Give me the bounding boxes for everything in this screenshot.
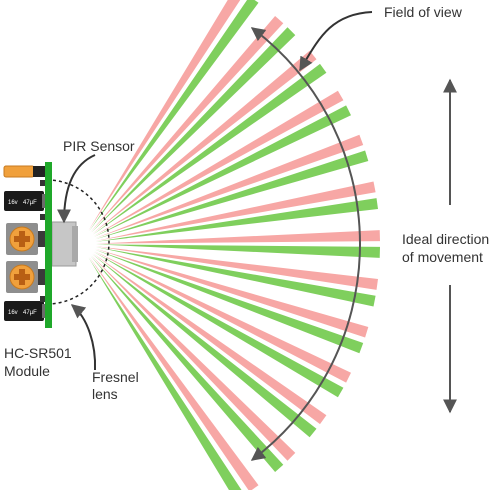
capacitor-top-capacitance: 47µF: [23, 200, 37, 206]
ray-green-5: [95, 198, 379, 242]
ray-green-7: [95, 247, 376, 307]
pir-sensor-label: PIR Sensor: [63, 138, 135, 154]
detection-rays: [88, 0, 380, 490]
jumper-cap: [33, 166, 45, 177]
field-of-view-pointer: [299, 11, 373, 72]
ray-green-3: [94, 105, 352, 237]
ray-pink-12: [89, 257, 259, 490]
ray-pink-11: [91, 255, 296, 461]
ray-green-11: [90, 256, 284, 472]
ray-pink-6: [96, 230, 380, 244]
ray-green-12: [88, 257, 242, 490]
module-label-line1: HC-SR501: [4, 345, 72, 361]
fresnel-lens-outline: [46, 179, 110, 305]
potentiometer-bottom: [6, 261, 46, 293]
pcb-solder-pads: [40, 180, 45, 302]
ray-green-0: [89, 0, 259, 231]
capacitor-top: 16v 47µF: [4, 191, 46, 211]
ray-pink-9: [94, 251, 352, 383]
ray-pink-1: [90, 16, 284, 232]
ray-pink-3: [93, 90, 344, 237]
ray-pink-4: [95, 134, 364, 239]
module-label-line2: Module: [4, 363, 50, 379]
ray-green-6: [96, 244, 380, 258]
pir-sensor-window: [72, 226, 78, 262]
ray-pink-7: [95, 246, 379, 290]
field-of-view-label: Field of view: [384, 4, 463, 20]
ray-pink-5: [95, 181, 376, 241]
capacitor-bottom-voltage: 16v: [8, 310, 18, 316]
potentiometer-top: [6, 223, 46, 255]
ray-green-8: [95, 249, 364, 354]
ideal-direction-label-line1: Ideal direction: [402, 231, 489, 247]
ray-green-4: [95, 150, 369, 240]
jumper-header: [3, 165, 35, 178]
capacitor-bottom: 16v 47µF: [4, 301, 46, 321]
fresnel-lens-pointer: [70, 304, 97, 371]
fresnel-label-line1: Fresnel: [92, 369, 139, 385]
field-of-view-arc: [250, 27, 361, 461]
capacitor-bottom-capacitance: 47µF: [23, 310, 37, 316]
pcb-board-edge: [45, 162, 52, 328]
ideal-direction-label-line2: of movement: [402, 249, 483, 265]
capacitor-top-voltage: 16v: [8, 200, 18, 206]
ray-pink-10: [93, 253, 327, 425]
ray-pink-0: [88, 0, 241, 231]
pir-sensor-pointer: [57, 154, 96, 224]
ray-green-1: [91, 27, 296, 233]
ray-green-2: [93, 63, 327, 235]
ray-pink-8: [95, 248, 369, 338]
fresnel-label-line2: lens: [92, 386, 118, 402]
ray-green-9: [93, 251, 344, 398]
